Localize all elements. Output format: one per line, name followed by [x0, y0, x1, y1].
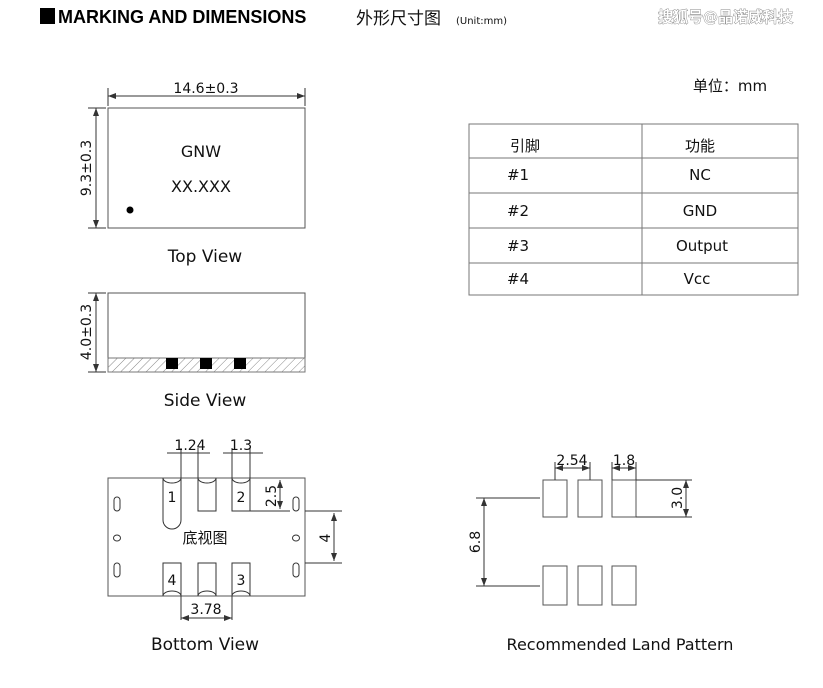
dim-pitch: 3.78 — [190, 602, 221, 618]
section-title-cn: 外形尺寸图 — [356, 9, 441, 29]
bottom-view-caption: Bottom View — [151, 635, 259, 655]
side-pad — [200, 358, 212, 369]
table-cell-function: Output — [676, 237, 728, 255]
pin-table: 单位：mm 引脚 功能 #1 NC #2 GND #3 Output #4 Vc… — [468, 77, 799, 296]
bottom-view: 1 2 3 4 底视图 1.24 1.3 2.5 4 3.78 Bottom V… — [107, 438, 342, 655]
bottom-view-body — [107, 477, 306, 597]
land-dim-row-span: 6.8 — [468, 531, 484, 553]
top-height-dim: 9.3±0.3 — [79, 140, 95, 196]
side-pad — [166, 358, 178, 369]
unit-suffix: (Unit:mm) — [456, 16, 507, 27]
land-pattern: 2.54 1.8 3.0 6.8 Recommended Land Patter… — [468, 453, 733, 654]
land-dim-pad-width: 1.8 — [613, 453, 635, 469]
side-view: 4.0±0.3 Side View — [79, 292, 306, 411]
pin-label-4: 4 — [168, 573, 177, 589]
table-cell-function: NC — [689, 166, 711, 184]
dim-pad-gap: 1.3 — [230, 438, 252, 454]
side-height-dim: 4.0±0.3 — [79, 304, 95, 360]
table-cell-function: Vcc — [684, 270, 711, 288]
section-title: MARKING AND DIMENSIONS — [58, 7, 306, 27]
watermark: 搜狐号@晶诺威科技 — [658, 8, 794, 26]
pin-label-3: 3 — [237, 573, 246, 589]
marking-line2: XX.XXX — [171, 177, 231, 196]
table-header-function: 功能 — [685, 137, 715, 155]
land-pad — [611, 479, 637, 518]
dim-pad-width: 1.24 — [174, 438, 205, 454]
unit-label: 单位：mm — [693, 77, 767, 95]
marking-line1: GNW — [181, 142, 221, 161]
table-cell-pin: #3 — [507, 237, 529, 255]
top-view-caption: Top View — [167, 247, 243, 267]
land-pattern-caption: Recommended Land Pattern — [507, 635, 734, 654]
land-dim-pad-length: 3.0 — [670, 487, 686, 509]
land-pad — [577, 479, 603, 518]
side-view-caption: Side View — [164, 391, 247, 411]
pin1-dot-icon — [126, 206, 134, 214]
pin-label-2: 2 — [237, 490, 246, 506]
land-pad — [611, 565, 637, 606]
dim-pad-length: 2.5 — [264, 485, 280, 507]
top-view: 14.6±0.3 9.3±0.3 GNW XX.XXX Top View — [79, 81, 306, 267]
land-pad — [542, 565, 568, 606]
title-square-icon — [40, 8, 55, 24]
land-pad — [542, 479, 568, 518]
pin-label-1: 1 — [168, 490, 177, 506]
side-pad — [234, 358, 246, 369]
top-view-body — [107, 107, 306, 229]
table-cell-pin: #2 — [507, 202, 529, 220]
table-header-pin: 引脚 — [510, 137, 540, 155]
top-width-dim: 14.6±0.3 — [173, 81, 238, 97]
land-dim-pitch: 2.54 — [556, 453, 587, 469]
table-cell-pin: #4 — [507, 270, 529, 288]
table-cell-pin: #1 — [507, 166, 529, 184]
bottom-center-label: 底视图 — [182, 529, 227, 547]
land-pad — [577, 565, 603, 606]
dim-row-gap: 4 — [318, 533, 334, 542]
table-cell-function: GND — [683, 202, 717, 220]
